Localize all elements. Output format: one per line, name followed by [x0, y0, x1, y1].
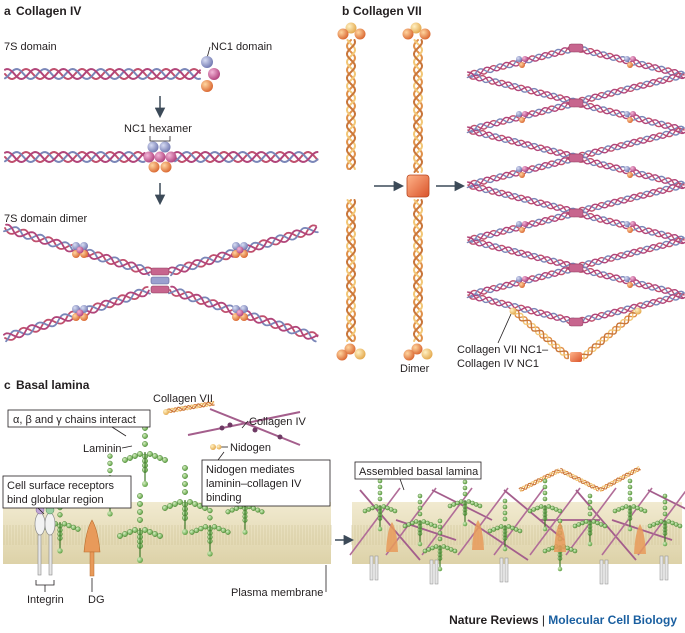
collagen-vii-nc1-linker [509, 307, 642, 362]
credit-journal: Nature Reviews [449, 613, 539, 627]
panel-b: b Collagen VII Dimer Collagen VII NC1– C… [336, 4, 685, 375]
collagen-vii-monomers [345, 39, 424, 342]
dimer-nc1-clusters [72, 242, 248, 321]
label-nc1-link-2: Collagen IV NC1 [457, 358, 539, 370]
label-collagen-iv: Collagen IV [249, 416, 307, 428]
panel-c-left-collagens [163, 401, 301, 446]
credit-separator: | [538, 613, 549, 627]
credit-subject: Molecular Cell Biology [548, 613, 677, 627]
label-plasma-membrane: Plasma membrane [231, 587, 323, 599]
collagen-iv-monomer [4, 67, 201, 81]
label-collagen-vii: Collagen VII [153, 393, 213, 405]
panel-c-title: Basal lamina [16, 378, 90, 392]
receptor-box-line1: Cell surface receptors [7, 480, 114, 492]
receptor-box [2, 475, 132, 509]
panel-b-letter: b [342, 4, 349, 18]
label-nc1-domain: NC1 domain [211, 41, 272, 53]
nc1-ball-orange [201, 80, 213, 92]
label-dimer: Dimer [400, 363, 430, 375]
7s-junction [150, 267, 170, 294]
dystroglycan [83, 519, 101, 577]
chains-box-text: α, β and γ chains interact [13, 414, 136, 426]
label-7s-domain: 7S domain [4, 41, 57, 53]
panel-a: a Collagen IV 7S domain NC1 domain NC1 h… [3, 4, 319, 343]
nidogen-box-line3: binding [206, 492, 241, 504]
panel-c-letter: c [4, 378, 11, 392]
label-nc1-link-1: Collagen VII NC1– [457, 344, 549, 356]
nidogen-box-line2: laminin–collagen IV [206, 478, 302, 490]
nidogen-box-line1: Nidogen mediates [206, 464, 295, 476]
nc1-hexamer [143, 141, 177, 173]
collagen-vii-end-balls [336, 22, 433, 361]
collagen-iv-hexamer-dimer [4, 150, 319, 164]
panel-b-title: Collagen VII [353, 4, 422, 18]
nc1-ball-blue [201, 56, 213, 68]
assembled-basal-lamina [349, 466, 685, 585]
nidogen-box [201, 459, 331, 507]
label-integrin: Integrin [27, 594, 64, 606]
assembled-box [354, 461, 482, 480]
panel-c: c Basal lamina α, β and γ chains interac… [2, 378, 685, 606]
panel-a-title: Collagen IV [16, 4, 81, 18]
label-nc1-hexamer: NC1 hexamer [124, 123, 192, 135]
label-7s-dimer: 7S domain dimer [4, 213, 87, 225]
nc1-ball-pink [208, 68, 220, 80]
collagen-iv-lattice [466, 43, 685, 327]
label-nidogen: Nidogen [230, 442, 271, 454]
label-dg: DG [88, 594, 105, 606]
figure-credit: Nature Reviews | Molecular Cell Biology [449, 613, 677, 627]
receptor-box-line2: bind globular region [7, 494, 104, 506]
panel-a-letter: a [4, 4, 11, 18]
label-laminin: Laminin [83, 443, 122, 455]
assembled-box-text: Assembled basal lamina [359, 466, 479, 478]
collagen-vii-dimer-box [406, 174, 430, 198]
chains-box [7, 409, 151, 428]
